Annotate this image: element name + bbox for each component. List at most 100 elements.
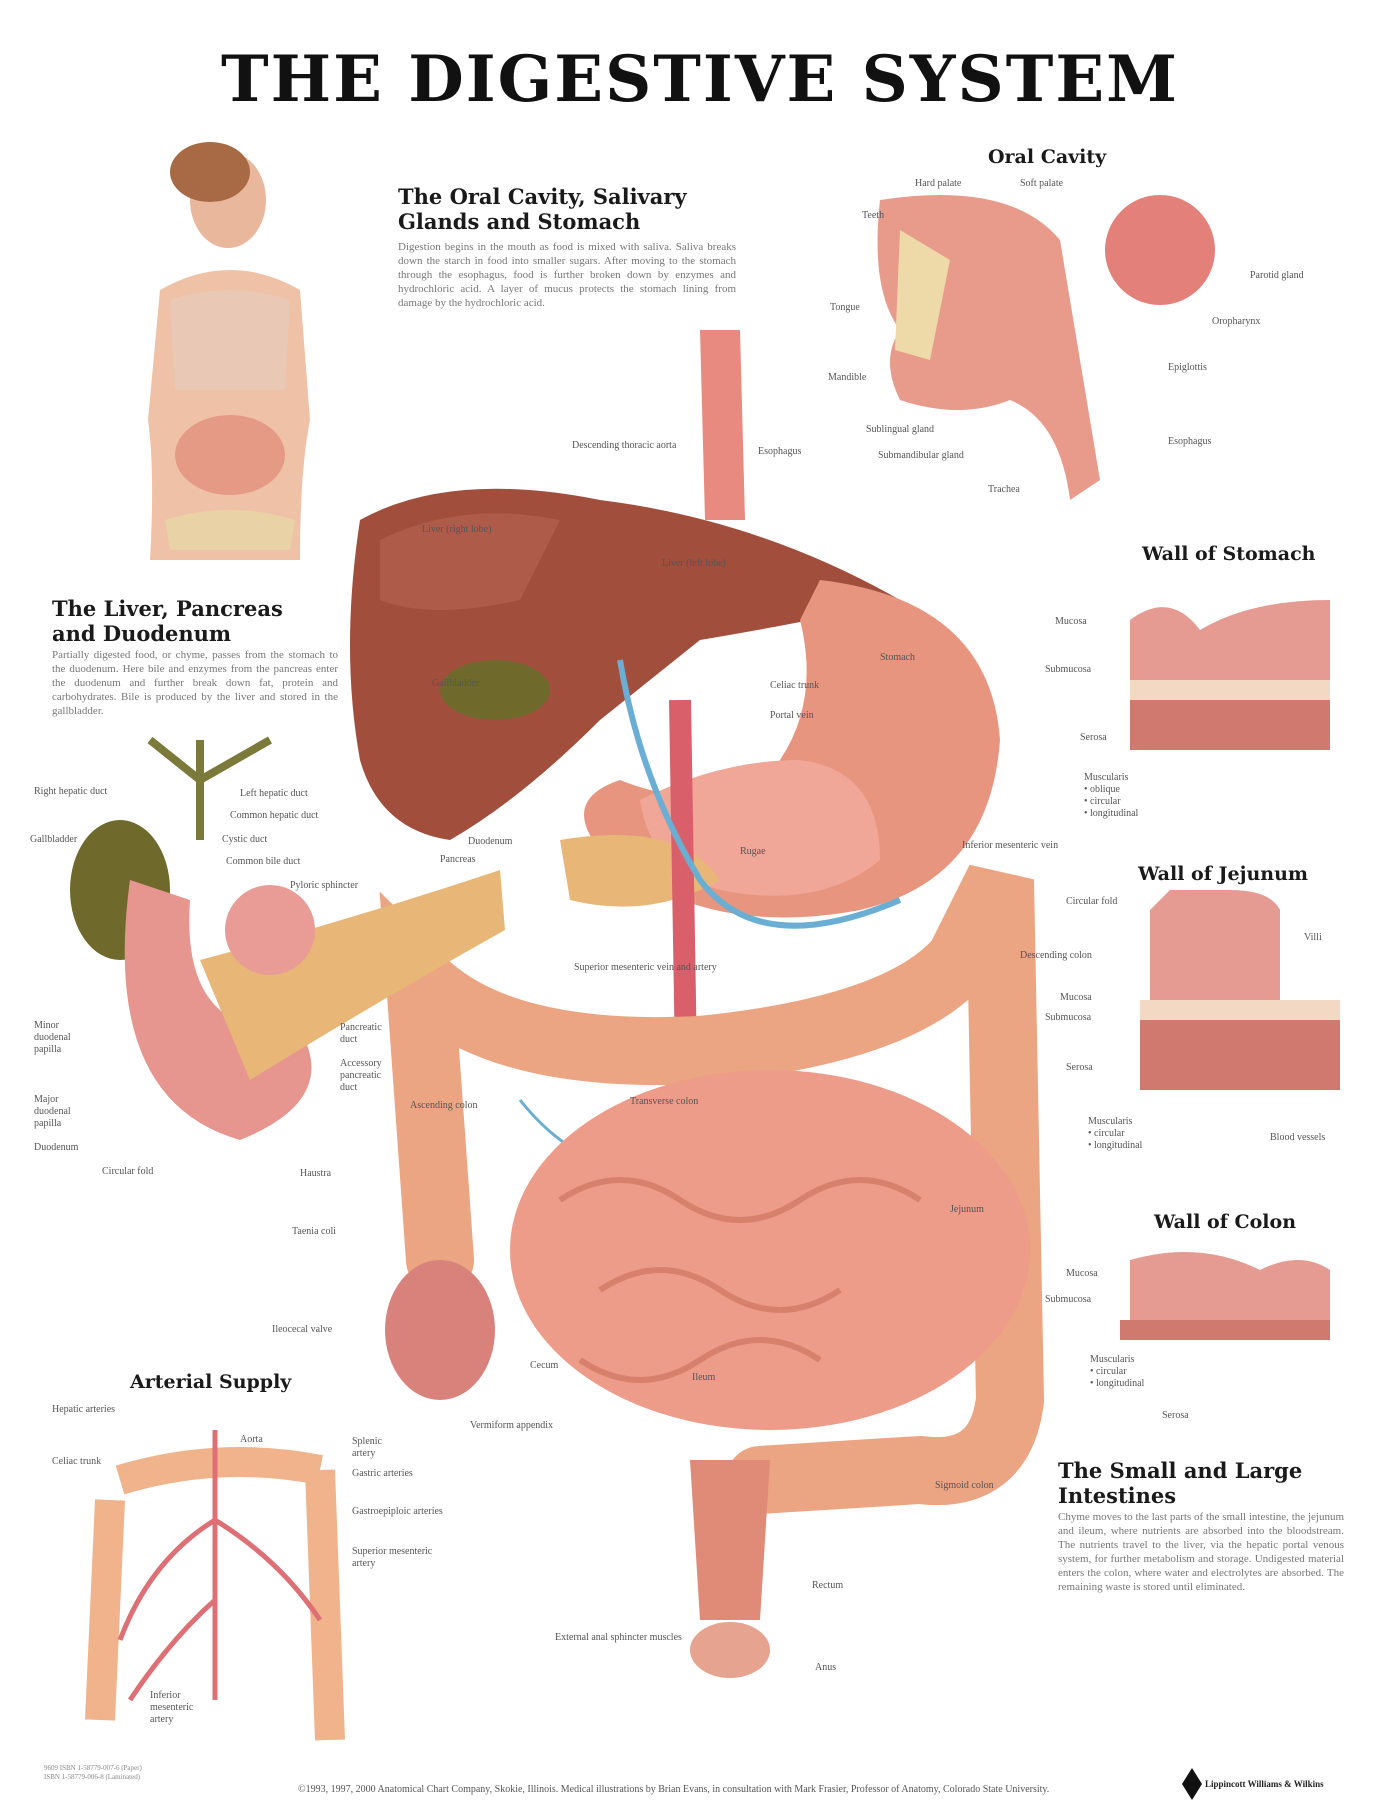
main-labels-label: Stomach xyxy=(880,652,915,663)
liver-detail-labels-label: Right hepatic duct xyxy=(34,786,108,797)
oral-cavity-labels-label: Hard palate xyxy=(915,178,962,189)
oral-cavity-labels-label: Soft palate xyxy=(1020,178,1064,189)
wall-stomach-labels-label: Mucosa xyxy=(1055,616,1087,627)
intestines-section-title: The Small and Large Intestines xyxy=(1058,1458,1303,1508)
oral-cavity-labels-label: Esophagus xyxy=(1168,436,1212,447)
oral-cavity-labels-label: Parotid gland xyxy=(1250,270,1304,281)
small-intestine-illustration xyxy=(510,1070,1030,1430)
rectum-illustration xyxy=(690,1460,770,1620)
main-labels-label: Esophagus xyxy=(758,446,802,457)
wall-colon-labels-label: Muscularis • circular • longitudinal xyxy=(1090,1354,1145,1389)
arterial-labels-label: Hepatic arteries xyxy=(52,1404,116,1415)
main-labels-label: Descending colon xyxy=(1020,950,1092,961)
cecum-illustration xyxy=(385,1260,495,1400)
wall-jejunum-labels-label: Circular fold xyxy=(1066,896,1118,907)
wall-of-colon-illustration xyxy=(1120,1252,1330,1340)
oral-cavity-labels-label: Sublingual gland xyxy=(866,424,935,435)
main-labels-label: Descending thoracic aorta xyxy=(572,440,677,451)
wall-of-colon-title: Wall of Colon xyxy=(1154,1211,1297,1233)
main-labels-label: Pancreas xyxy=(440,854,476,865)
wall-jejunum-labels-label: Villi xyxy=(1304,932,1322,943)
arterial-labels-label: Splenic artery xyxy=(352,1436,382,1459)
liver-detail-labels-label: Pyloric sphincter xyxy=(290,880,359,891)
page-title: THE DIGESTIVE SYSTEM xyxy=(221,42,1179,117)
intestines-section-body: Chyme moves to the last parts of the sma… xyxy=(1058,1511,1344,1593)
oral-cavity-title: Oral Cavity xyxy=(988,146,1107,168)
oral-cavity-labels-label: Trachea xyxy=(988,484,1020,495)
main-labels-label: Jejunum xyxy=(950,1204,984,1215)
liver-illustration xyxy=(350,488,900,840)
gallbladder-illustration xyxy=(440,660,550,720)
wall-jejunum-labels-label: Blood vessels xyxy=(1270,1132,1326,1143)
main-labels-label: Transverse colon xyxy=(630,1096,699,1107)
wall-colon-labels-label: Mucosa xyxy=(1066,1268,1098,1279)
main-labels-label: Liver (left lobe) xyxy=(662,558,726,569)
wall-of-stomach-title: Wall of Stomach xyxy=(1142,543,1316,565)
arterial-labels-label: Gastric arteries xyxy=(352,1468,413,1479)
main-labels-label: Gallbladder xyxy=(432,678,480,689)
wall-jejunum-labels-label: Mucosa xyxy=(1060,992,1092,1003)
liver-detail-labels-label: Gallbladder xyxy=(30,834,78,845)
liver-detail-labels-label: Circular fold xyxy=(102,1166,154,1177)
liver-detail-labels-label: Common hepatic duct xyxy=(230,810,319,821)
arterial-labels-label: Celiac trunk xyxy=(52,1456,102,1467)
liver-detail-labels-label: Major duodenal papilla xyxy=(34,1094,71,1129)
main-labels-label: Anus xyxy=(815,1662,837,1673)
oral-cavity-labels-label: Mandible xyxy=(828,372,867,383)
liver-detail-labels-label: Left hepatic duct xyxy=(240,788,308,799)
liver-detail-labels-label: Minor duodenal papilla xyxy=(34,1020,71,1055)
publisher-name: Lippincott Williams & Wilkins xyxy=(1205,1779,1324,1789)
wall-of-jejunum-title: Wall of Jejunum xyxy=(1138,863,1309,885)
arterial-supply-title: Arterial Supply xyxy=(130,1371,292,1393)
main-labels-label: Rectum xyxy=(812,1580,844,1591)
liver-detail-labels-label: Pancreatic duct xyxy=(340,1022,382,1045)
main-labels-label: Sigmoid colon xyxy=(935,1480,994,1491)
arterial-labels-label: Inferior mesenteric artery xyxy=(150,1690,194,1725)
main-labels-label: Ileocecal valve xyxy=(272,1324,333,1335)
colon-illustration xyxy=(379,864,1045,1514)
main-labels-label: Portal vein xyxy=(770,710,814,721)
main-labels-label: Ileum xyxy=(692,1372,716,1383)
main-labels-label: Taenia coli xyxy=(292,1226,336,1237)
liver-pancreas-duodenum-detail-illustration xyxy=(70,736,505,1140)
main-labels-label: Ascending colon xyxy=(410,1100,478,1111)
oral-cavity-labels-label: Epiglottis xyxy=(1168,362,1207,373)
arterial-supply-illustration xyxy=(85,1430,345,1741)
wall-jejunum-labels-label: Muscularis • circular • longitudinal xyxy=(1088,1116,1143,1151)
wall-of-stomach-illustration xyxy=(1130,600,1330,750)
liver-section-body: Partially digested food, or chyme, passe… xyxy=(52,649,338,717)
oral-cavity-labels-label: Oropharynx xyxy=(1212,316,1261,327)
oral-cavity-illustration xyxy=(877,195,1215,500)
main-labels-label: Superior mesenteric vein and artery xyxy=(574,962,717,973)
liver-detail-labels-label: Duodenum xyxy=(34,1142,79,1153)
arterial-labels-label: Superior mesenteric artery xyxy=(352,1546,433,1569)
wall-stomach-labels-label: Submucosa xyxy=(1045,664,1092,675)
wall-of-jejunum-illustration xyxy=(1140,890,1340,1090)
arterial-labels-label: Aorta xyxy=(240,1434,263,1445)
main-labels-label: Duodenum xyxy=(468,836,513,847)
main-labels-label: Celiac trunk xyxy=(770,680,820,691)
female-figure-illustration xyxy=(148,142,310,560)
credit-line: ©1993, 1997, 2000 Anatomical Chart Compa… xyxy=(298,1784,1050,1795)
publisher-logo xyxy=(1182,1768,1202,1800)
wall-jejunum-labels-label: Submucosa xyxy=(1045,1012,1092,1023)
oral-cavity-labels-label: Teeth xyxy=(862,210,885,221)
main-labels-label: Inferior mesenteric vein xyxy=(962,840,1059,851)
liver-detail-labels-label: Accessory pancreatic duct xyxy=(340,1058,382,1093)
arterial-labels-label: Gastroepiploic arteries xyxy=(352,1506,443,1517)
liver-detail-labels-label: Cystic duct xyxy=(222,834,268,845)
main-labels-label: Liver (right lobe) xyxy=(422,524,492,535)
wall-colon-labels-label: Submucosa xyxy=(1045,1294,1092,1305)
main-labels-label: External anal sphincter muscles xyxy=(555,1632,682,1643)
main-labels-label: Haustra xyxy=(300,1168,332,1179)
wall-stomach-labels-label: Serosa xyxy=(1080,732,1107,743)
liver-detail-labels-label: Common bile duct xyxy=(226,856,301,867)
wall-jejunum-labels-label: Serosa xyxy=(1066,1062,1093,1073)
oral-cavity-labels-label: Submandibular gland xyxy=(878,450,964,461)
oral-cavity-labels-label: Tongue xyxy=(830,302,860,313)
oral-section-title: The Oral Cavity, Salivary Glands and Sto… xyxy=(398,184,687,234)
main-labels-label: Cecum xyxy=(530,1360,559,1371)
isbn-text: 9609 ISBN 1-58779-007-6 (Paper) ISBN 1-5… xyxy=(44,1764,142,1781)
